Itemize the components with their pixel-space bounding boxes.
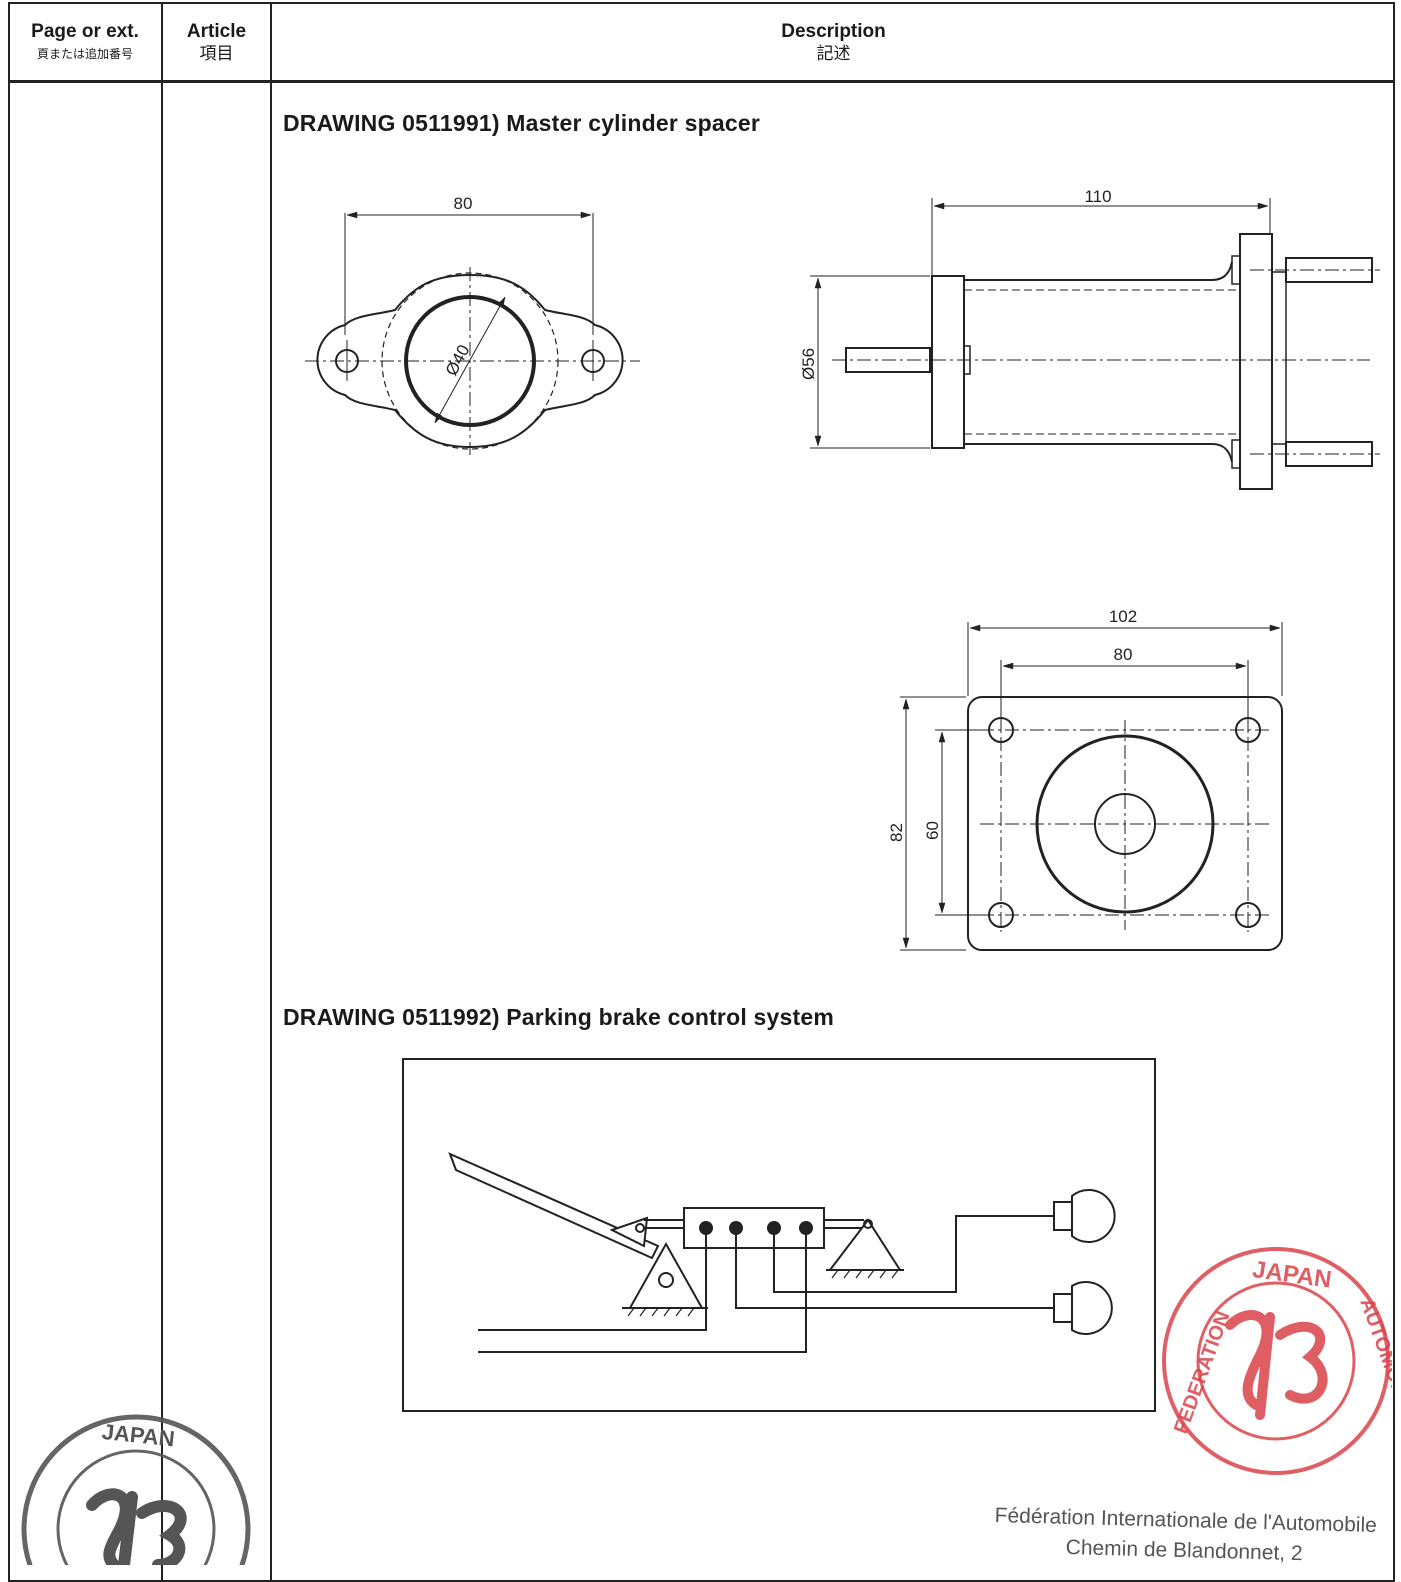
jaf-gray-stamp: JAPAN xyxy=(21,1414,251,1565)
dim-flange-width: 80 xyxy=(454,194,473,213)
gray-stamp-top-text: JAPAN xyxy=(101,1419,176,1451)
parking-brake-schematic xyxy=(402,1058,1156,1412)
dim-plate-width: 102 xyxy=(1109,607,1137,626)
column-divider-2 xyxy=(270,2,272,1582)
dim-hole-pitch-y: 60 xyxy=(923,821,942,840)
spacer-side-view: 110 Ø56 xyxy=(799,187,1380,490)
header-description-en: Description xyxy=(781,21,886,42)
stamp-top-text: JAPAN xyxy=(1251,1256,1334,1294)
header-article: Article 項目 xyxy=(163,20,270,64)
header-article-ja: 項目 xyxy=(199,44,234,63)
stamp-left-text: FEDERATION xyxy=(1170,1308,1235,1436)
drawing-2-title: DRAWING 0511992) Parking brake control s… xyxy=(283,1004,834,1030)
header-page-ja: 頁または追加番号 xyxy=(36,47,133,61)
header-description-ja: 記述 xyxy=(816,44,851,63)
dim-length: 110 xyxy=(1084,187,1111,206)
header-page-en: Page or ext. xyxy=(31,21,139,42)
column-divider-1 xyxy=(161,2,163,1582)
spacer-plate-view: 102 80 82 60 xyxy=(887,607,1283,951)
spacer-front-view: 80 Ø40 xyxy=(305,194,640,455)
dim-hole-pitch-x: 80 xyxy=(1114,645,1133,664)
drawing-1-title: DRAWING 0511991) Master cylinder spacer xyxy=(283,110,760,136)
header-page-or-ext: Page or ext. 頁または追加番号 xyxy=(10,20,160,64)
header-article-en: Article xyxy=(186,21,247,42)
header-description: Description 記述 xyxy=(272,20,1395,64)
dim-body-diameter: Ø56 xyxy=(799,348,818,380)
dim-plate-height: 82 xyxy=(887,823,906,842)
dim-bore-diameter: Ø40 xyxy=(442,342,474,379)
jaf-red-stamp: JAPAN FEDERATION AUTOMOBILE xyxy=(1162,1247,1392,1475)
stamp-right-text: AUTOMOBILE xyxy=(1355,1295,1392,1429)
header-divider xyxy=(8,80,1395,83)
